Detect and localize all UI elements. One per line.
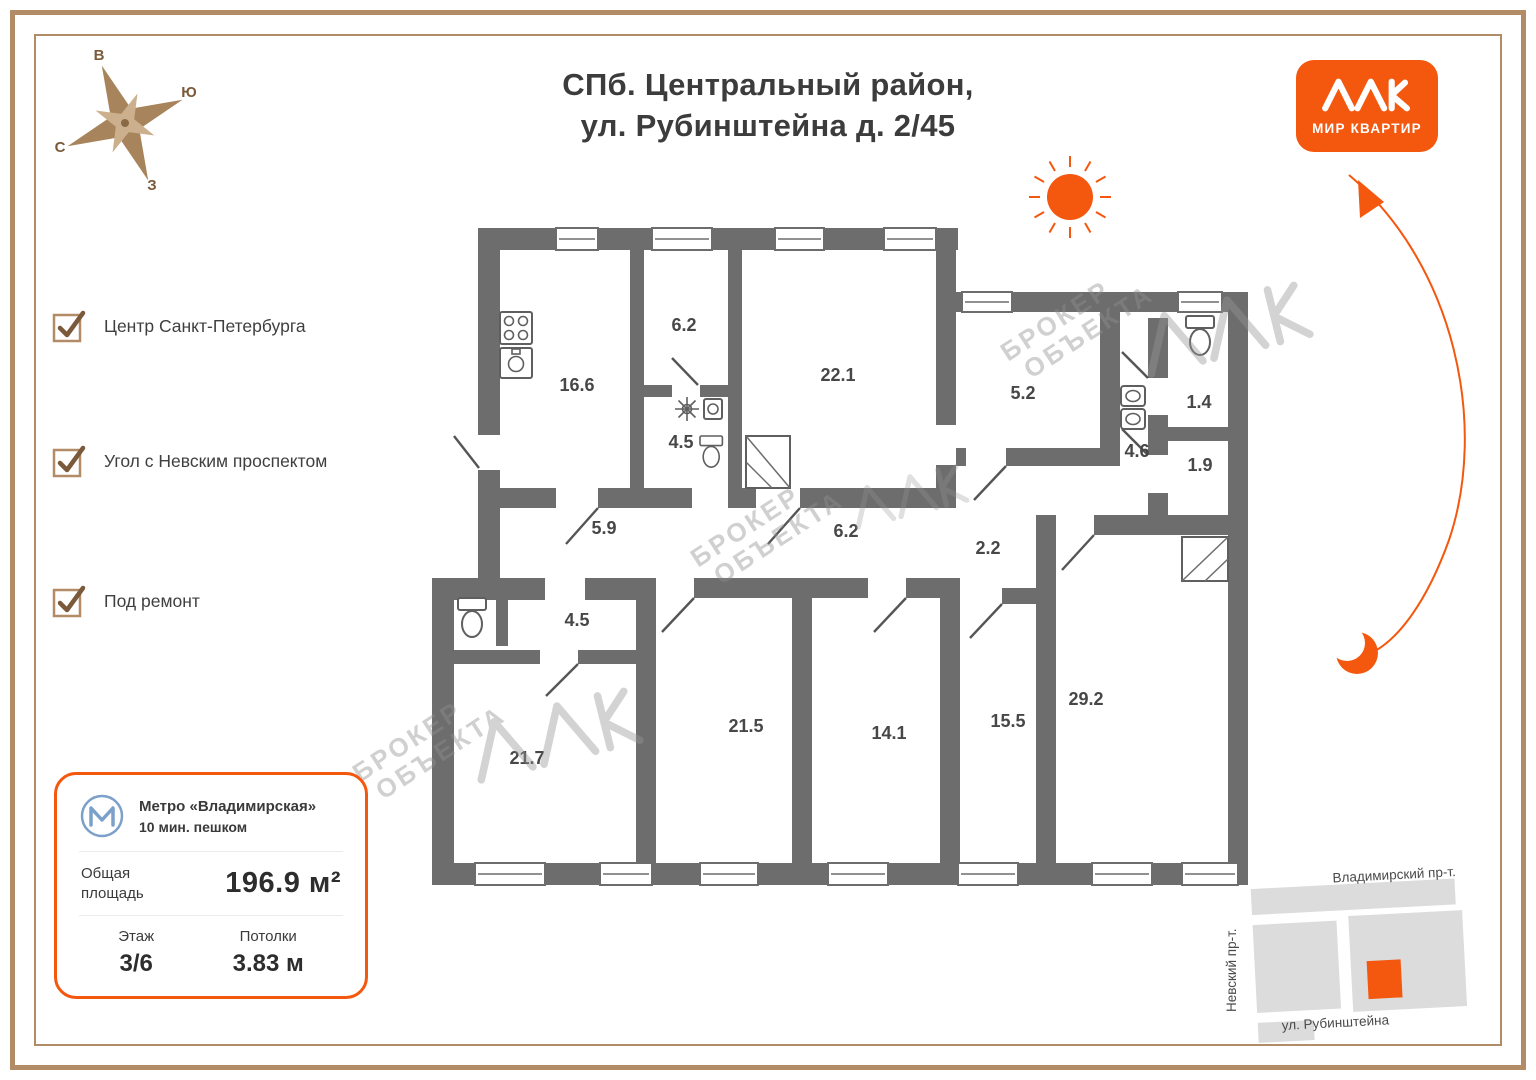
compass-letter-east: В (94, 47, 105, 64)
room-area-label: 16.6 (559, 375, 594, 395)
fixtures (457, 311, 1229, 638)
compass: В Ю С З (55, 47, 197, 194)
room-area-label: 2.2 (975, 538, 1000, 558)
moon-icon (1329, 625, 1378, 674)
checkmark-icon (52, 445, 86, 478)
lamp-icon (675, 397, 699, 421)
info-card: Метро «Владимирская» 10 мин. пешком Обща… (54, 772, 368, 999)
minimap: Владимирский пр-т. Невский пр-т. ул. Руб… (1224, 864, 1468, 1043)
divider (79, 915, 343, 916)
windows (474, 227, 1239, 886)
metro-icon (80, 794, 124, 838)
kitchen-sink-icon (499, 347, 533, 379)
room-area-label: 6.2 (833, 521, 858, 541)
page-title: СПб. Центральный район, ул. Рубинштейна … (0, 64, 1536, 146)
checkmark-icon (52, 585, 86, 618)
fireplace-icon (745, 435, 791, 489)
floor-value: 3/6 (119, 950, 153, 977)
toilet-icon (457, 597, 487, 638)
water-heater-icon (703, 398, 723, 420)
metro-info: Метро «Владимирская» 10 мин. пешком (139, 798, 316, 835)
feature-item-renovation: Под ремонт (50, 581, 200, 621)
stats-row: Этаж 3/6 Потолки 3.83 м (79, 916, 343, 978)
ceiling-value: 3.83 м (232, 950, 304, 977)
room-area-label: 29.2 (1068, 689, 1103, 709)
total-area-row: Общая площадь 196.9 м² (79, 852, 343, 915)
divider (79, 851, 343, 852)
feature-label: Угол с Невским проспектом (104, 450, 328, 471)
total-area-label: Общая площадь (81, 865, 144, 902)
room-area-label: 4.5 (564, 610, 589, 630)
title-line2: ул. Рубинштейна д. 2/45 (580, 108, 956, 143)
room-area-label: 14.1 (871, 723, 906, 743)
street-label-left: Невский пр-т. (1224, 928, 1239, 1012)
feature-label: Центр Санкт-Петербурга (104, 315, 306, 336)
metro-station: Метро «Владимирская» (139, 797, 317, 815)
brand-logo: МИР КВАРТИР (1296, 60, 1438, 152)
minimap-building-marker (1366, 959, 1403, 1000)
floor-plan: 16.6 6.2 22.1 5.2 4.5 4.6 1.4 1.9 5.9 6.… (432, 227, 1248, 886)
title-line1: СПб. Центральный район, (562, 67, 974, 102)
brand-name: МИР КВАРТИР (1312, 121, 1422, 136)
floor-plan-walls (432, 228, 1248, 885)
total-area-value: 196.9 м² (225, 867, 341, 899)
compass-letter-north: С (55, 139, 66, 156)
compass-letter-south: Ю (181, 84, 196, 101)
room-area-label: 4.6 (1124, 441, 1149, 461)
street-label-top: Владимирский пр-т. (1332, 864, 1456, 885)
feature-item-center: Центр Санкт-Петербурга (50, 306, 306, 346)
checkmark-icon (52, 310, 86, 343)
room-area-labels: 16.6 6.2 22.1 5.2 4.5 4.6 1.4 1.9 5.9 6.… (509, 315, 1212, 768)
room-area-label: 5.9 (591, 518, 616, 538)
sun-icon (1029, 156, 1111, 238)
room-area-label: 22.1 (820, 365, 855, 385)
sink-icon (1120, 385, 1146, 430)
room-area-label: 4.5 (668, 432, 693, 452)
ceiling-label: Потолки (239, 928, 297, 945)
stove-icon (499, 311, 533, 345)
room-area-label: 5.2 (1010, 383, 1035, 403)
room-area-label: 15.5 (990, 711, 1025, 731)
room-area-label: 1.4 (1186, 392, 1211, 412)
room-area-label: 6.2 (671, 315, 696, 335)
feature-item-corner: Угол с Невским проспектом (50, 441, 327, 481)
ceiling-stat: Потолки 3.83 м (233, 928, 304, 978)
fireplace-icon (1181, 536, 1229, 582)
metro-row: Метро «Владимирская» 10 мин. пешком (79, 787, 343, 851)
metro-walk-time: 10 мин. пешком (139, 818, 248, 835)
brand-logo-mark-icon (1322, 78, 1410, 112)
room-area-label: 21.5 (728, 716, 763, 736)
room-area-label: 1.9 (1187, 455, 1212, 475)
door-swings (453, 351, 1149, 697)
compass-star (67, 65, 183, 181)
floor-stat: Этаж 3/6 (118, 928, 154, 978)
feature-label: Под ремонт (104, 590, 200, 611)
floor-label: Этаж (118, 928, 155, 945)
broker-watermark: БРОКЕР ОБЪЕКТА (995, 274, 1159, 384)
sun-path-arc (1348, 174, 1466, 652)
sun-path-arrow (1358, 180, 1384, 218)
toilet-icon (699, 435, 724, 469)
street-label-bottom: ул. Рубинштейна (1281, 1012, 1389, 1033)
compass-letter-west: З (147, 177, 156, 194)
